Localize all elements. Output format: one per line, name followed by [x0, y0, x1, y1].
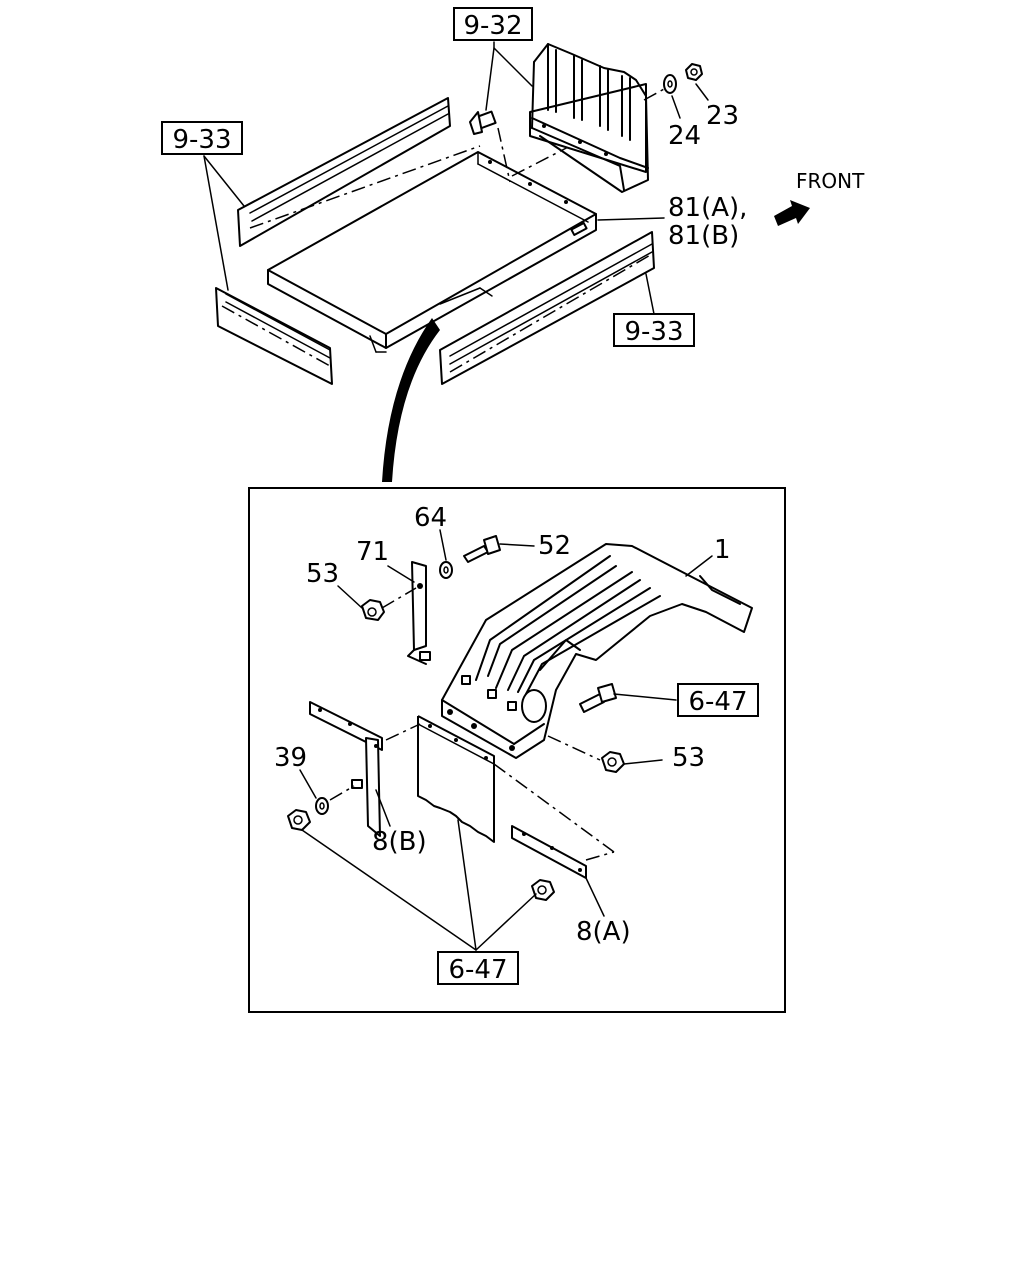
- ref-9-33-right-text: 9-33: [624, 317, 683, 347]
- side-panel-right: [439, 231, 655, 385]
- ref-6-47-right-text: 6-47: [688, 687, 747, 717]
- ref-box-6-47-bottom: 6-47: [437, 951, 519, 985]
- part-label-64: 64: [414, 503, 447, 533]
- gate-headboard: [529, 43, 649, 193]
- mud-flap: [417, 715, 495, 843]
- washer-64: [439, 561, 453, 579]
- front-arrow-icon: [774, 200, 810, 226]
- ref-9-33-left-text: 9-33: [172, 125, 231, 155]
- bracket-71: [407, 561, 431, 665]
- ref-box-6-47-right: 6-47: [677, 683, 759, 717]
- nut-53-right: [601, 751, 625, 773]
- detail-pointer: [382, 318, 440, 482]
- part-label-39: 39: [274, 743, 307, 773]
- bolt-gate: [469, 110, 497, 135]
- ref-box-9-32: 9-32: [453, 7, 533, 41]
- side-panel-left-lower: [215, 287, 333, 385]
- part-label-53-right: 53: [672, 743, 705, 773]
- part-label-52: 52: [538, 531, 571, 561]
- part-label-23: 23: [706, 101, 739, 131]
- ref-9-32-text: 9-32: [463, 11, 522, 41]
- nut-6-47-bottom: [531, 879, 555, 901]
- front-label: FRONT: [796, 169, 865, 193]
- deck-floor: [267, 151, 597, 353]
- washer-24: [663, 74, 677, 94]
- ref-6-47-bottom-text: 6-47: [448, 955, 507, 985]
- bracket-8a: [511, 825, 587, 879]
- part-label-8b: 8(B): [372, 827, 427, 857]
- ref-box-9-33-right: 9-33: [613, 313, 695, 347]
- part-label-81b: 81(B): [668, 221, 739, 251]
- bolt-6-47-right: [579, 683, 617, 713]
- nut-6-47-left: [287, 809, 311, 831]
- part-label-1: 1: [714, 535, 731, 565]
- side-panel-left-upper: [237, 97, 451, 247]
- nut-53-left: [361, 599, 385, 621]
- fender-part-1: [441, 543, 753, 759]
- ref-box-9-33-left: 9-33: [161, 121, 243, 155]
- bracket-8b: [309, 701, 383, 837]
- upper-assembly: 9-32 9-33 9-33 23 24 81(A), 81(B) FRONT: [161, 7, 865, 482]
- washer-39: [315, 797, 329, 815]
- bolt-52: [463, 535, 501, 563]
- detail-box: 64 71 52 53 1 53 39 8(B) 8(A) 6-47 6-47: [248, 487, 786, 1013]
- part-label-81a: 81(A),: [668, 193, 747, 223]
- part-label-71: 71: [356, 537, 389, 567]
- nut-23: [685, 63, 703, 81]
- part-label-24: 24: [668, 121, 701, 151]
- part-label-8a: 8(A): [576, 917, 631, 947]
- part-label-53-left: 53: [306, 559, 339, 589]
